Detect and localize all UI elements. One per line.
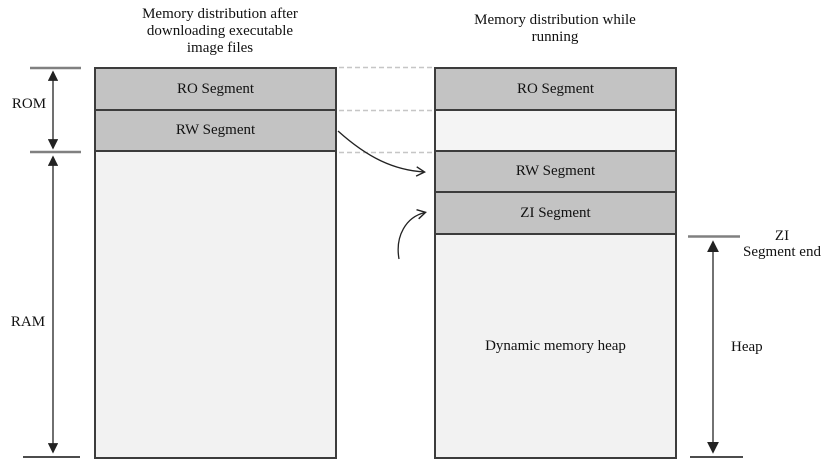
dynamic-memory-heap-area: Dynamic memory heap — [436, 235, 675, 457]
right-title-line1: Memory distribution while — [474, 12, 636, 28]
rw-copy-arrow — [337, 130, 426, 177]
ram-label: RAM — [10, 314, 46, 330]
left-ro-segment-label: RO Segment — [176, 80, 255, 97]
left-title-line1: Memory distribution after — [142, 6, 298, 22]
zi-init-arrow — [397, 209, 427, 260]
left-empty-ram-area — [96, 152, 335, 457]
left-title-line3: image files — [186, 40, 254, 56]
zi-end-line1: ZI — [774, 228, 790, 244]
zi-end-line2: Segment end — [743, 244, 821, 260]
left-rw-segment: RW Segment — [96, 111, 335, 152]
memory-box-while-running: RO Segment RW Segment ZI Segment Dynamic… — [434, 67, 677, 459]
left-column-title: Memory distribution after downloading ex… — [120, 6, 320, 57]
left-rw-segment-label: RW Segment — [175, 122, 256, 138]
memory-box-after-download: RO Segment RW Segment — [94, 67, 337, 459]
right-rw-segment-label: RW Segment — [515, 163, 596, 179]
zi-segment-end-label: ZI Segment end — [735, 228, 829, 260]
heap-label: Heap — [731, 339, 763, 355]
right-zi-segment: ZI Segment — [436, 193, 675, 235]
left-ro-segment: RO Segment — [96, 69, 335, 111]
right-empty-gap — [436, 111, 675, 152]
heap-area-label: Dynamic memory heap — [485, 337, 626, 354]
right-column-title: Memory distribution while running — [455, 12, 655, 46]
right-title-line2: running — [531, 29, 579, 45]
right-ro-segment: RO Segment — [436, 69, 675, 111]
right-zi-segment-label: ZI Segment — [520, 204, 591, 221]
right-ro-segment-label: RO Segment — [516, 80, 595, 97]
left-title-line2: downloading executable — [146, 23, 294, 39]
rom-label: ROM — [11, 96, 47, 112]
right-rw-segment: RW Segment — [436, 152, 675, 193]
